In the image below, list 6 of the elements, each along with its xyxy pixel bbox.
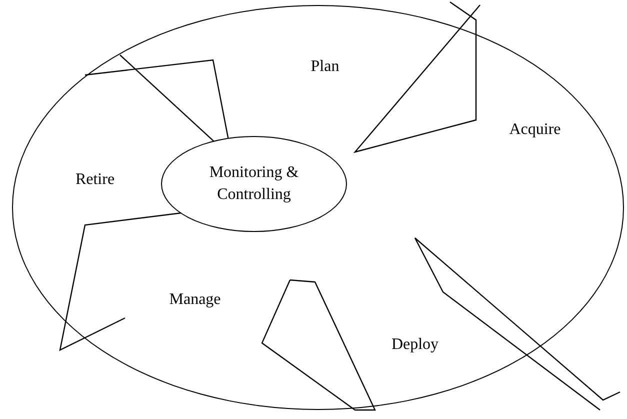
stage-label: Acquire	[509, 120, 561, 140]
stage-label: Deploy	[391, 335, 439, 355]
stage-label: Retire	[75, 170, 115, 190]
stage-label: Manage	[169, 290, 221, 310]
center-ellipse: Monitoring & Controlling	[161, 136, 347, 232]
stage-label: Plan	[310, 57, 340, 77]
